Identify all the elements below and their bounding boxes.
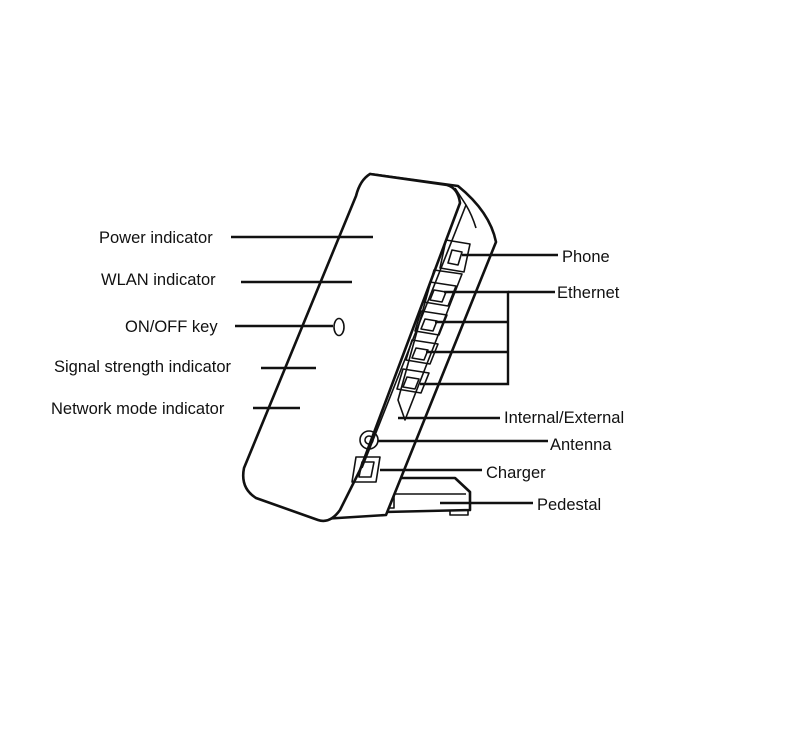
labels: Power indicator WLAN indicator ON/OFF ke… xyxy=(51,229,624,514)
label-phone: Phone xyxy=(562,248,610,266)
on-off-key-icon xyxy=(333,317,345,337)
ethernet-leader xyxy=(420,290,510,386)
charger-port xyxy=(351,456,381,483)
label-on-off-key: ON/OFF key xyxy=(125,318,218,336)
label-network-mode-indicator: Network mode indicator xyxy=(51,400,225,418)
router-body xyxy=(241,172,498,523)
label-internal-external: Internal/External xyxy=(504,409,624,427)
label-ethernet: Ethernet xyxy=(557,284,620,302)
ethernet-ports xyxy=(396,269,463,421)
label-signal-strength-indicator: Signal strength indicator xyxy=(54,358,232,376)
leader-lines xyxy=(231,235,558,505)
label-power-indicator: Power indicator xyxy=(99,229,213,247)
label-antenna: Antenna xyxy=(550,436,612,454)
label-charger: Charger xyxy=(486,464,546,482)
label-wlan-indicator: WLAN indicator xyxy=(101,271,216,289)
phone-port xyxy=(439,239,471,273)
label-pedestal: Pedestal xyxy=(537,496,601,514)
